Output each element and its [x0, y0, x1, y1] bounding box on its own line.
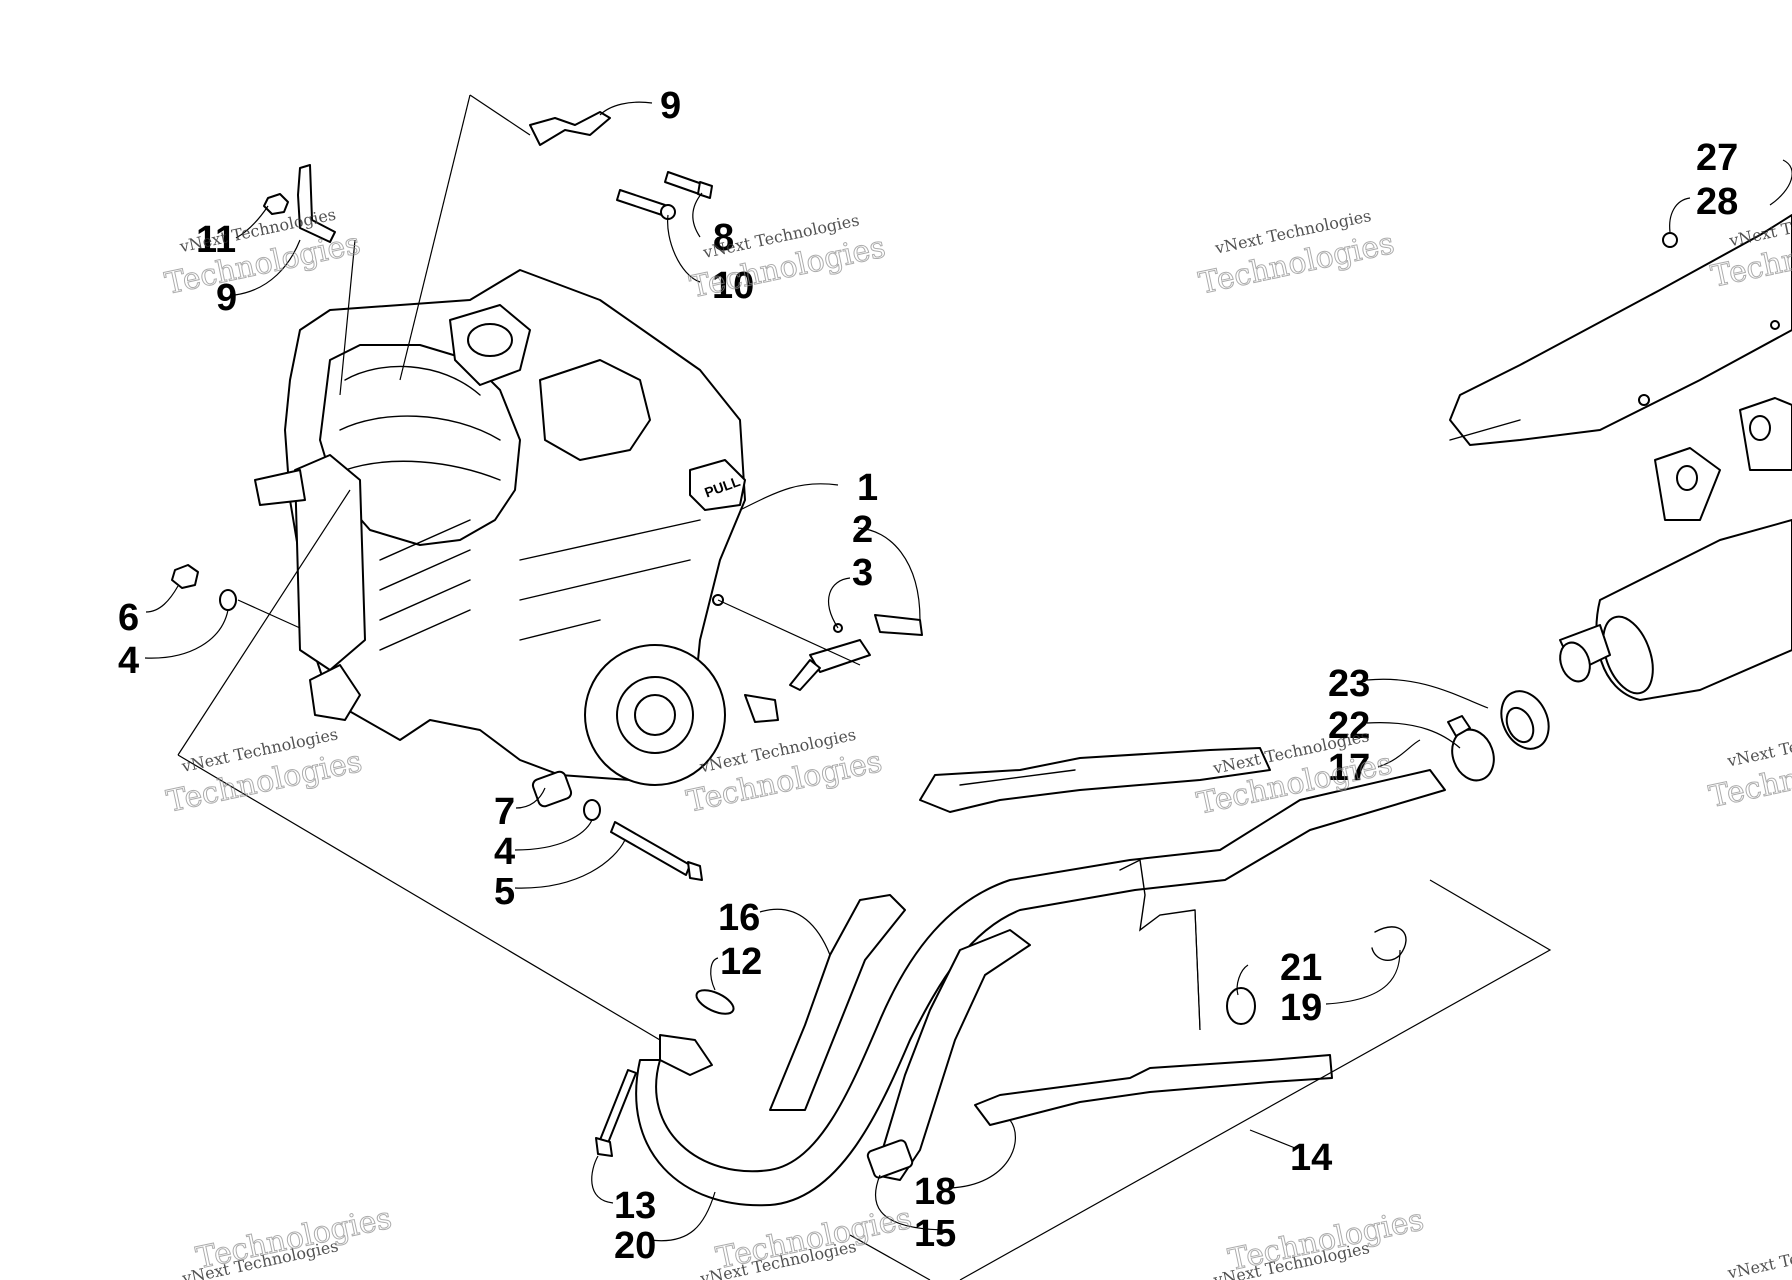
watermark-line2: Technologies — [713, 1201, 914, 1277]
callout-16: 16 — [718, 897, 760, 939]
callout-1: 1 — [857, 467, 878, 509]
callout-12: 12 — [720, 941, 762, 983]
watermark: vNext Technologies Technologies — [1195, 206, 1397, 302]
callout-23: 23 — [1328, 663, 1370, 705]
callout-10: 10 — [712, 265, 754, 307]
watermark-line1: vNext Technologies — [1725, 1231, 1792, 1280]
callout-20: 20 — [614, 1225, 656, 1267]
callout-13: 13 — [614, 1185, 656, 1227]
callout-11: 11 — [196, 219, 236, 261]
engine-assembly: PULL — [254, 269, 746, 786]
watermark: vNext Technologies — [1725, 1231, 1792, 1280]
watermark: vNext Technologies Technologies — [1211, 1202, 1428, 1280]
callout-18: 18 — [914, 1171, 956, 1213]
callout-14: 14 — [1290, 1137, 1332, 1179]
callout-28: 28 — [1696, 181, 1738, 223]
engine-mount-hardware — [171, 111, 923, 881]
callout-3: 3 — [852, 552, 873, 594]
callout-17: 17 — [1328, 747, 1370, 789]
callout-6: 6 — [118, 597, 139, 639]
callout-4-upper: 4 — [118, 640, 139, 682]
watermark-line2: Technologies — [193, 1201, 394, 1277]
callout-7: 7 — [494, 791, 515, 833]
callout-labels: 1 2 3 4 4 5 6 7 8 9 9 10 11 12 13 14 15 … — [118, 85, 1738, 1267]
callout-8: 8 — [713, 217, 734, 259]
callout-5: 5 — [494, 871, 515, 913]
callout-4-lower: 4 — [494, 831, 515, 873]
callout-2: 2 — [852, 509, 873, 551]
callout-15: 15 — [914, 1213, 956, 1255]
leader-lines — [144, 94, 1792, 1280]
callout-22: 22 — [1328, 705, 1370, 747]
watermark-line1: vNext Technologies — [1725, 719, 1792, 771]
watermark: vNext Technologies Technologies — [180, 1200, 396, 1280]
callout-19: 19 — [1280, 987, 1322, 1029]
callout-9-top: 9 — [660, 85, 681, 127]
watermark: vNext Technologies Technologies — [698, 1200, 916, 1280]
callout-9-left: 9 — [216, 277, 237, 319]
watermark-line2: Technologies — [1225, 1203, 1426, 1279]
watermark: vNext Technologies Technologies — [1706, 719, 1792, 815]
callout-21: 21 — [1280, 947, 1322, 989]
callout-27: 27 — [1696, 137, 1738, 179]
